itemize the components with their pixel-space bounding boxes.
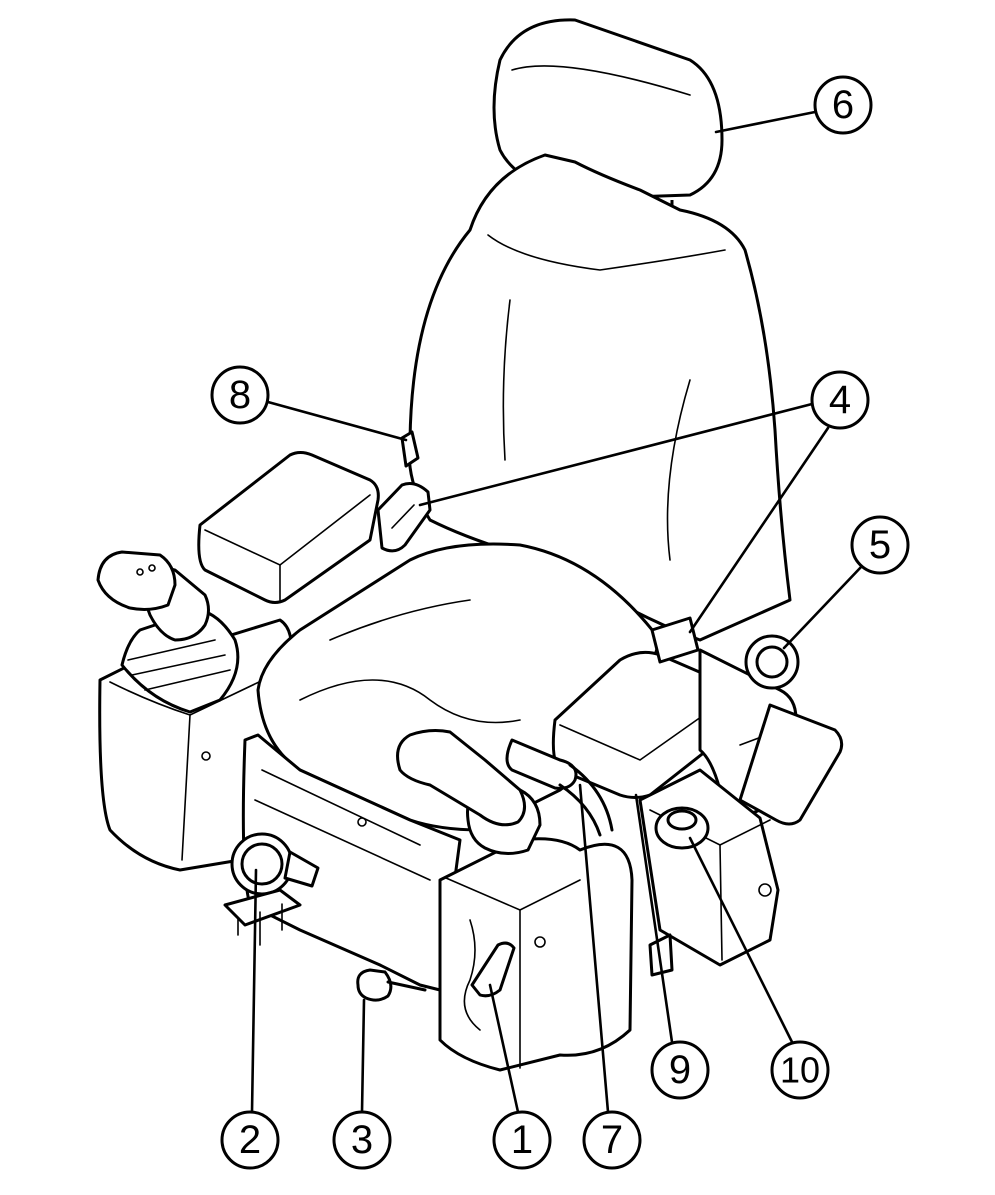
left-adjust-knob bbox=[223, 832, 320, 946]
callout-6: 6 bbox=[813, 75, 873, 135]
leader-10 bbox=[688, 836, 794, 1044]
callout-1: 1 bbox=[492, 1110, 552, 1170]
callout-8: 8 bbox=[210, 365, 270, 425]
leader-9 bbox=[634, 793, 674, 1044]
callout-3-label: 3 bbox=[351, 1118, 373, 1162]
lumbar-knob bbox=[744, 634, 800, 690]
callout-5-label: 5 bbox=[869, 523, 891, 567]
callout-10-label: 10 bbox=[780, 1050, 820, 1091]
callout-9-label: 9 bbox=[669, 1048, 691, 1092]
left-armrest bbox=[197, 451, 380, 604]
callout-4: 4 bbox=[810, 370, 870, 430]
leader-5 bbox=[782, 564, 864, 650]
leader-4b bbox=[688, 426, 830, 634]
callout-1-label: 1 bbox=[511, 1118, 533, 1162]
right-buckle bbox=[650, 616, 844, 826]
tilt-handle bbox=[505, 738, 614, 837]
leader-8 bbox=[266, 400, 408, 442]
callout-9: 9 bbox=[650, 1040, 710, 1100]
callout-10: 10 bbox=[770, 1040, 830, 1100]
leader-7 bbox=[578, 783, 610, 1114]
callout-3: 3 bbox=[332, 1110, 392, 1170]
leader-2 bbox=[250, 868, 258, 1114]
callout-8-label: 8 bbox=[229, 373, 251, 417]
fore-aft-lever bbox=[356, 968, 427, 1002]
callout-4-label: 4 bbox=[829, 378, 851, 422]
leader-3 bbox=[360, 998, 366, 1114]
callout-2-label: 2 bbox=[239, 1118, 261, 1162]
callout-2: 2 bbox=[220, 1110, 280, 1170]
leader-6 bbox=[714, 110, 817, 134]
callout-6-label: 6 bbox=[832, 83, 854, 127]
seat-base bbox=[241, 733, 462, 992]
leader-1 bbox=[488, 983, 520, 1114]
leader-lines bbox=[250, 110, 864, 1114]
right-console bbox=[438, 837, 634, 1072]
right-joystick bbox=[396, 729, 542, 855]
callout-5: 5 bbox=[850, 515, 910, 575]
leader-4a bbox=[418, 402, 814, 507]
callout-7-label: 7 bbox=[601, 1118, 623, 1162]
weight-adjust-knob bbox=[654, 806, 710, 850]
callout-7: 7 bbox=[582, 1110, 642, 1170]
left-joystick bbox=[96, 550, 210, 642]
left-belt-buckle bbox=[376, 482, 432, 553]
